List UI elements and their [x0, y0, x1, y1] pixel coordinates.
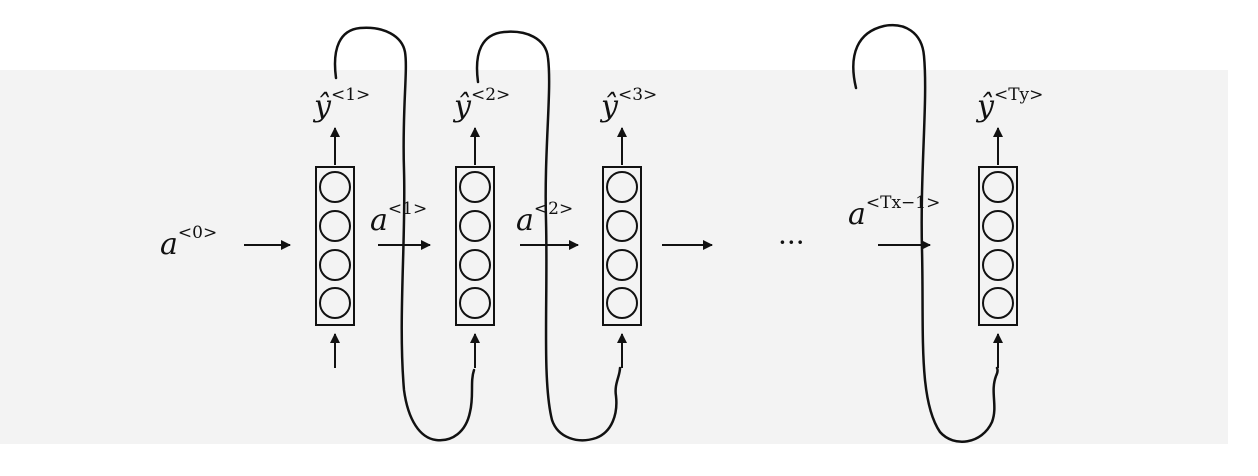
neuron-circle — [982, 287, 1014, 319]
neuron-circle — [606, 287, 638, 319]
output-label-3: ŷ<3> — [599, 85, 657, 124]
background-margin — [1228, 70, 1258, 444]
neuron-circle — [982, 171, 1014, 203]
neuron-circle — [606, 210, 638, 242]
background-panel — [0, 70, 1258, 444]
activation-label-0: a<0> — [160, 223, 217, 262]
feedback-loop-1 — [333, 26, 476, 442]
rnn-unit-3 — [602, 166, 642, 326]
output-label-1: ŷ<1> — [312, 85, 370, 124]
neuron-circle — [982, 249, 1014, 281]
neuron-circle — [319, 171, 351, 203]
rnn-unit-ty — [978, 166, 1018, 326]
output-label-2: ŷ<2> — [452, 85, 510, 124]
neuron-circle — [319, 210, 351, 242]
neuron-circle — [606, 249, 638, 281]
ellipsis: ··· — [778, 226, 805, 259]
neuron-circle — [319, 287, 351, 319]
neuron-circle — [459, 287, 491, 319]
neuron-circle — [459, 171, 491, 203]
neuron-circle — [982, 210, 1014, 242]
output-label-ty: ŷ<Ty> — [975, 85, 1043, 124]
feedback-loop-2 — [475, 30, 622, 442]
activation-label-tx-minus-1: a<Tx−1> — [848, 193, 940, 232]
feedback-loop-ty — [852, 23, 999, 443]
neuron-circle — [319, 249, 351, 281]
activation-label-1: a<1> — [370, 199, 427, 238]
activation-label-2: a<2> — [516, 199, 573, 238]
neuron-circle — [459, 210, 491, 242]
rnn-unit-2 — [455, 166, 495, 326]
neuron-circle — [459, 249, 491, 281]
neuron-circle — [606, 171, 638, 203]
rnn-unit-1 — [315, 166, 355, 326]
